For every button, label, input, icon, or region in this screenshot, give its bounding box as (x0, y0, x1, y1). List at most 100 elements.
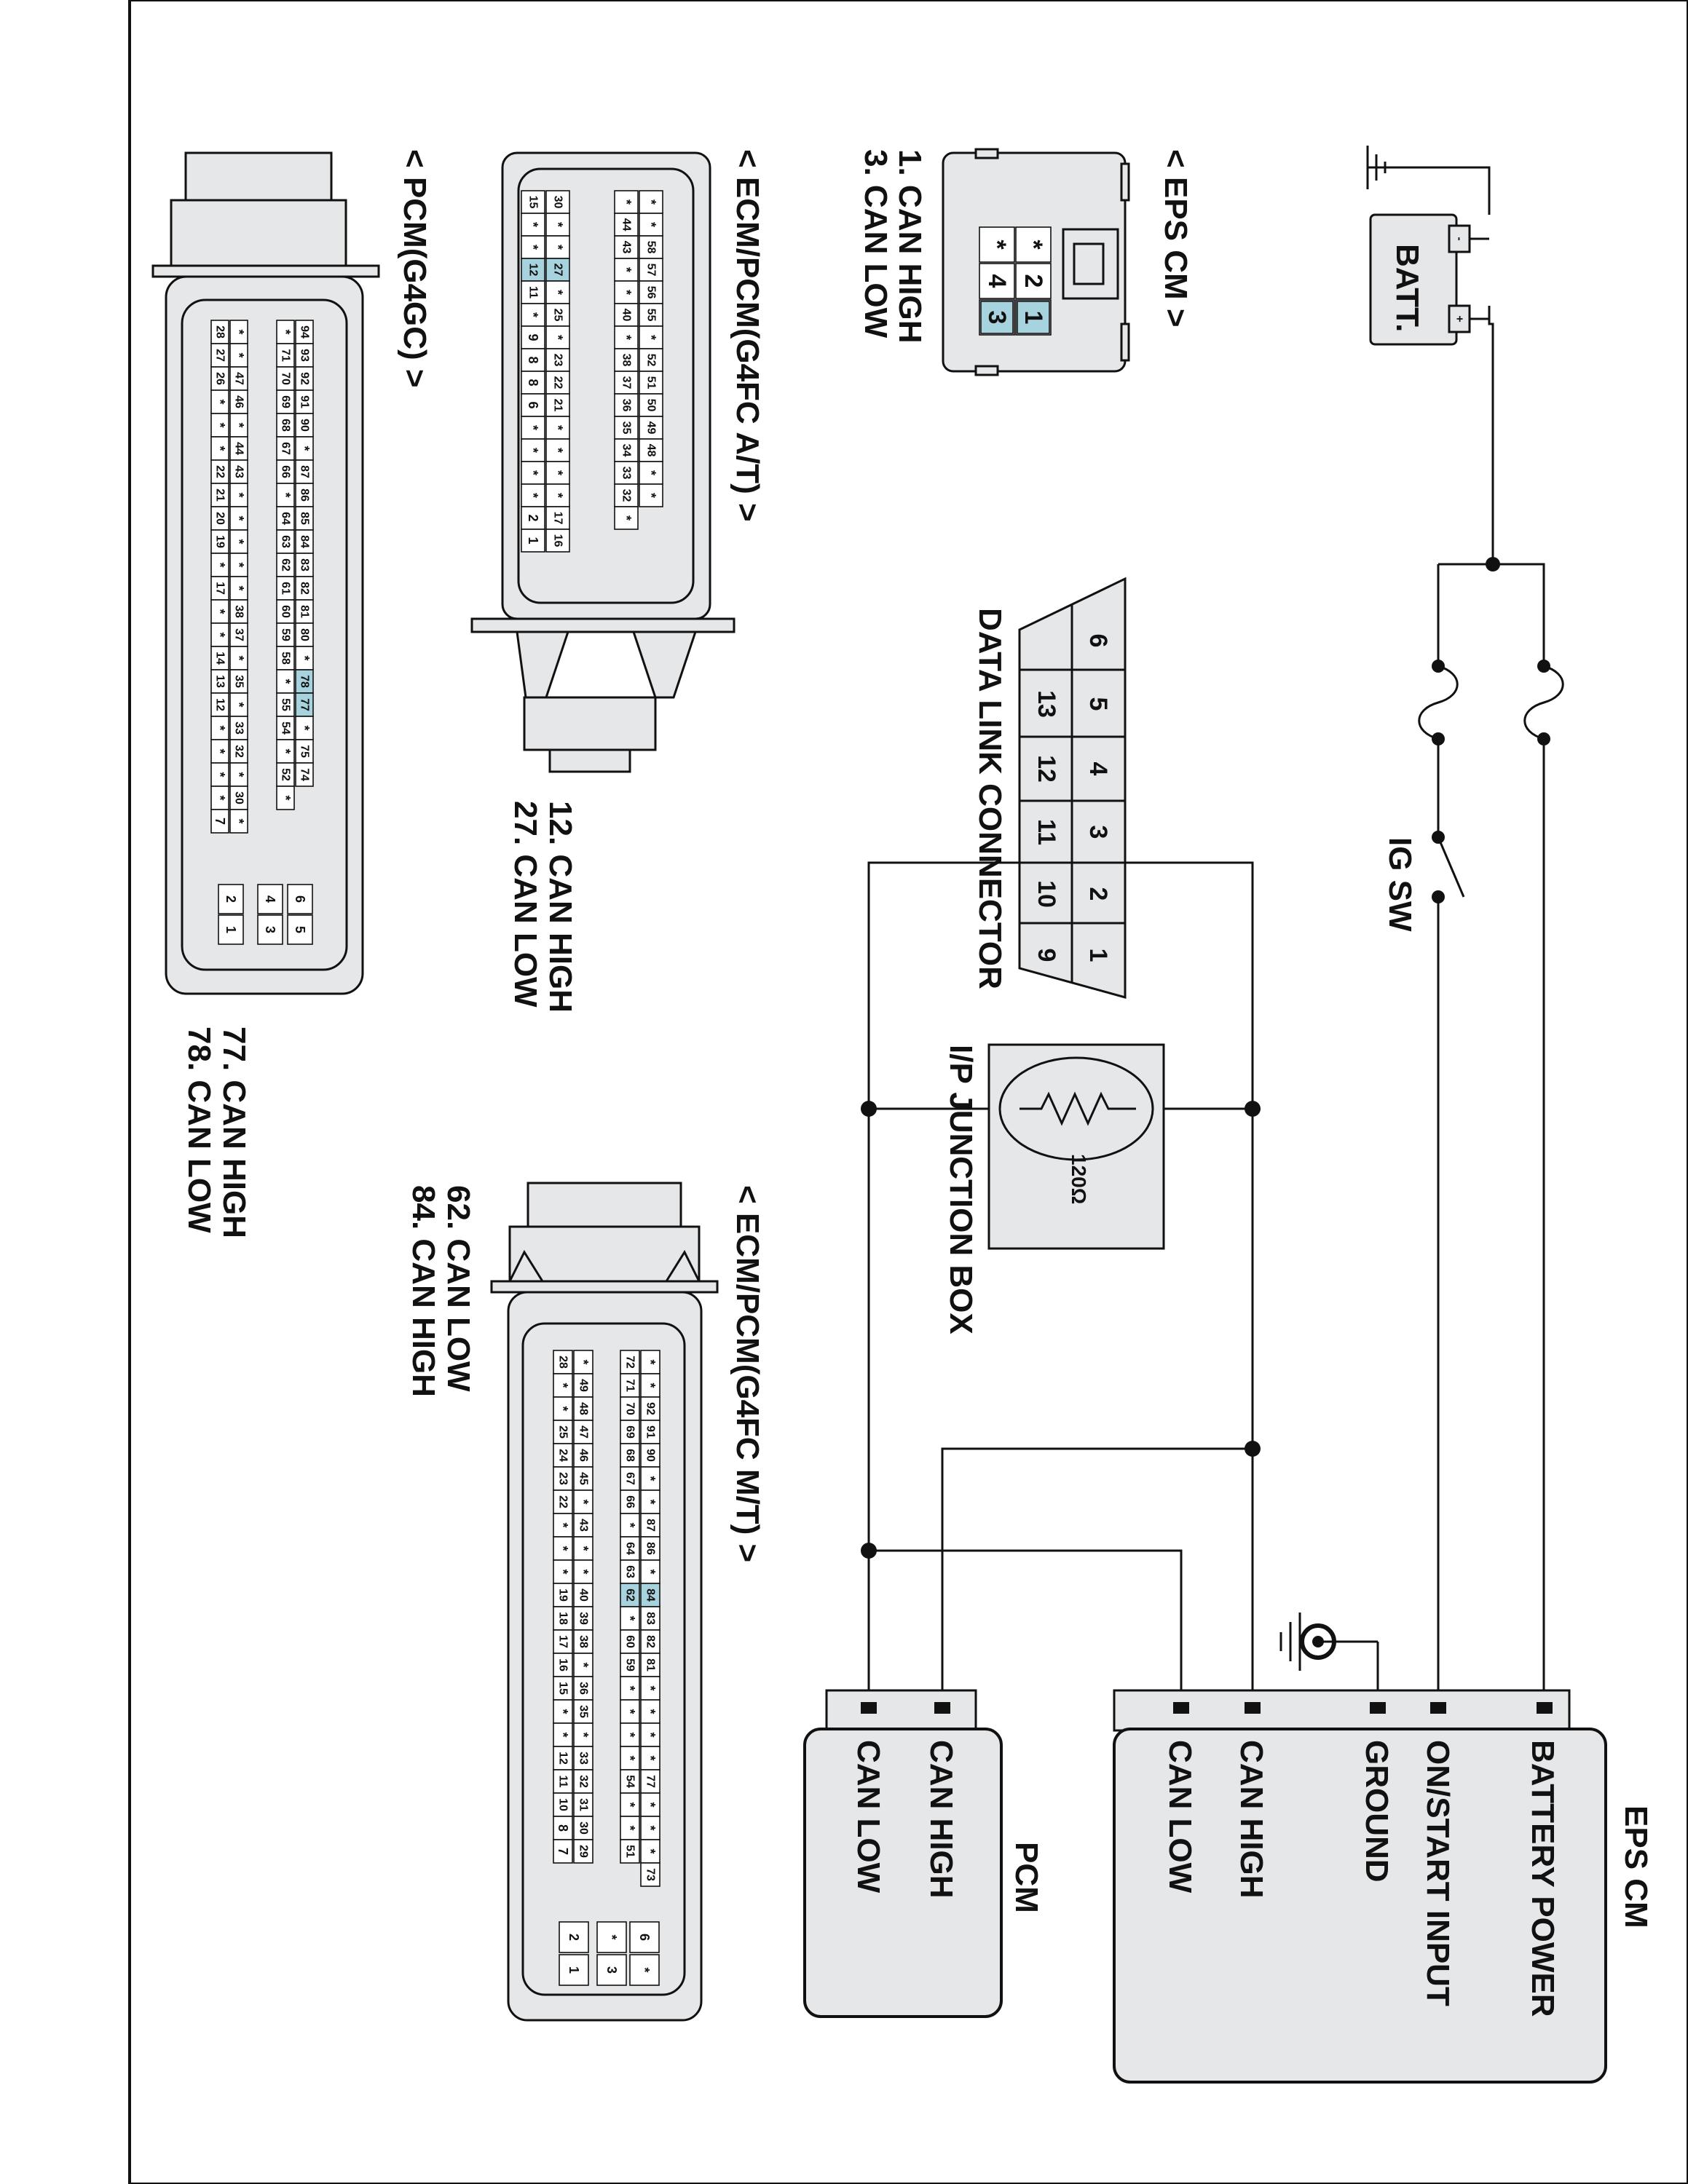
pin-label: 15 (527, 196, 540, 209)
pin-cell (573, 1769, 593, 1794)
pin-label: * (213, 772, 227, 777)
pin-cell (295, 553, 314, 577)
pin-cell (545, 348, 570, 372)
pin-cell (276, 646, 295, 670)
pin-label: 43 (233, 465, 245, 478)
pin-label: 66 (280, 465, 292, 478)
pin-label: 38 (620, 354, 633, 367)
pin-cell (614, 325, 639, 349)
pin-cell (229, 553, 248, 577)
pin-label: 10 (557, 1798, 569, 1811)
pin-label: * (297, 446, 312, 451)
pin-cell (229, 506, 248, 531)
pin-label: 7 (556, 1848, 570, 1855)
pin-cell (521, 416, 545, 440)
pin-label: 33 (577, 1752, 590, 1765)
pin-cell (210, 366, 229, 391)
pin-label: 69 (280, 395, 292, 408)
pin-label: * (213, 795, 227, 800)
pin-cell (521, 258, 545, 282)
pin-label: * (232, 492, 246, 497)
pin-label: * (278, 748, 293, 753)
pin-cell (553, 1699, 573, 1724)
pin-label: * (213, 632, 227, 637)
pin-label: 86 (299, 488, 311, 502)
pin-cell (210, 553, 229, 577)
pin-cell (553, 1583, 573, 1607)
pin-label: * (643, 1499, 658, 1504)
pin-cell (545, 529, 570, 553)
pin-label: 17 (214, 582, 226, 595)
pin-label: 92 (299, 372, 311, 385)
pin-label: 6 (526, 401, 540, 408)
pin-label: 3 (263, 926, 277, 933)
pin-cell (639, 303, 663, 327)
battery-minus-label: - (1454, 237, 1466, 240)
pin-cell (620, 1699, 640, 1724)
pin-label: * (551, 245, 565, 250)
pcm-pin-can-high: CAN HIGH (923, 1740, 959, 1899)
pin-label: 35 (577, 1705, 590, 1718)
dlc-pin-4: 4 (1084, 762, 1112, 776)
pin-label: 20 (214, 512, 226, 525)
pin-cell (276, 786, 295, 810)
ip-junction-box: 120Ω I/P JUNCTION BOX (943, 1043, 1165, 1334)
pin-cell (276, 459, 295, 484)
pin-label: 8 (526, 356, 540, 363)
eps-connector-pin-3-highlight (980, 301, 1014, 334)
pin-label: 19 (214, 535, 226, 548)
ecm-at-cable-end (548, 748, 631, 773)
pin-label: * (526, 312, 540, 317)
pin-cell (521, 371, 545, 395)
pin-label: 11 (557, 1776, 569, 1788)
pin-label: 70 (624, 1402, 636, 1415)
pin-cell (295, 716, 314, 740)
pin-label: 71 (624, 1379, 636, 1392)
pin-cell (620, 1466, 640, 1491)
pcm-g4gc-connector: 9493929190*8786858483828180*7877*7574*71… (151, 149, 433, 1238)
pin-label: * (526, 245, 540, 250)
pin-label: 80 (299, 628, 311, 641)
eps-cm-body (1113, 1728, 1607, 2084)
pin-label: 46 (233, 395, 245, 408)
pin-label: * (556, 1522, 570, 1527)
pin-cell (614, 371, 639, 395)
pin-cell (573, 1443, 593, 1468)
pin-label: 37 (233, 628, 245, 641)
pcm-body (803, 1728, 1003, 2018)
pin-label: 85 (299, 512, 311, 525)
pin-label: 12 (557, 1752, 569, 1765)
pin-label: * (232, 818, 246, 823)
pin-label: * (213, 562, 227, 567)
pin-cell (553, 1629, 573, 1654)
pin-cell (639, 483, 663, 507)
pin-cell (640, 1792, 660, 1817)
pin-cell (639, 348, 663, 372)
pin-label: 1 (567, 1966, 581, 1974)
pin-cell (545, 393, 570, 417)
pin-label: 2 (567, 1934, 581, 1941)
pin-label: * (232, 772, 246, 777)
pin-label: 56 (645, 286, 658, 299)
pin-cell (545, 190, 570, 214)
pcm-title: PCM (1009, 1842, 1044, 1913)
pin-label: * (576, 1359, 591, 1364)
pin-cell (276, 762, 295, 787)
pin-label: * (644, 222, 658, 227)
junction-dot (861, 1101, 877, 1117)
pin-cell (295, 762, 314, 787)
pin-label: 73 (644, 1868, 657, 1881)
pin-label: 90 (299, 419, 311, 432)
pin-label: 38 (577, 1635, 590, 1648)
pin-cell (620, 1396, 640, 1421)
pin-label: 6 (637, 1934, 652, 1941)
pin-label: 93 (299, 349, 311, 362)
pin-label: * (619, 290, 634, 295)
pin-cell (295, 576, 314, 601)
pcm-terminal (861, 1702, 877, 1714)
ecm-mt-collar (508, 1225, 701, 1283)
pin-label: 30 (233, 791, 245, 804)
junction-dot (1432, 831, 1445, 844)
pin-label: 29 (577, 1845, 590, 1858)
pin-label: 60 (280, 605, 292, 618)
